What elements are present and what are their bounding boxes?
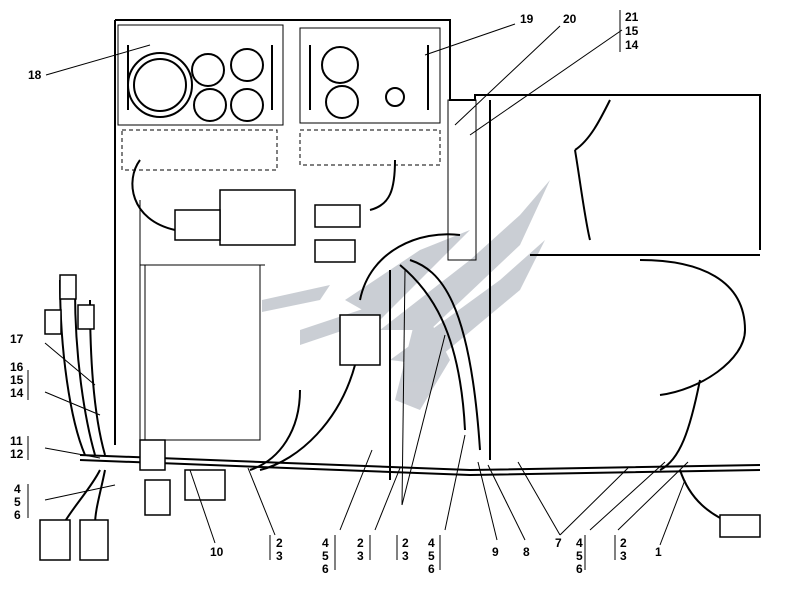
callout-6-d: 6 xyxy=(576,562,583,576)
callout-15-left: 15 xyxy=(10,373,24,387)
callout-2-a: 2 xyxy=(276,536,283,550)
callout-6-left: 6 xyxy=(14,508,21,522)
callout-4-b: 4 xyxy=(322,536,329,550)
callout-3-c: 3 xyxy=(402,549,409,563)
callout-5-b: 5 xyxy=(322,549,329,563)
callout-3-a: 3 xyxy=(276,549,283,563)
callout-1: 1 xyxy=(655,545,662,559)
callout-5-d: 5 xyxy=(576,549,583,563)
callout-15: 15 xyxy=(625,24,639,38)
callout-2-c: 2 xyxy=(402,536,409,550)
harness-lines xyxy=(39,99,761,561)
callout-4-d: 4 xyxy=(576,536,583,550)
callout-3-d: 3 xyxy=(620,549,627,563)
callout-12: 12 xyxy=(10,447,24,461)
callout-5-left: 5 xyxy=(14,495,21,509)
callout-2-b: 2 xyxy=(357,536,364,550)
callout-19: 19 xyxy=(520,12,534,26)
callout-20: 20 xyxy=(563,12,577,26)
callout-5-c: 5 xyxy=(428,549,435,563)
callout-4-c: 4 xyxy=(428,536,435,550)
callout-16: 16 xyxy=(10,360,24,374)
callout-11: 11 xyxy=(10,434,23,448)
callout-18: 18 xyxy=(28,68,42,82)
callout-21: 21 xyxy=(625,10,639,24)
callout-4-left: 4 xyxy=(14,482,21,496)
panel-frame xyxy=(114,19,761,445)
callout-10: 10 xyxy=(210,545,224,559)
callout-6-b: 6 xyxy=(322,562,329,576)
leader-lines xyxy=(27,10,689,570)
callout-17: 17 xyxy=(10,332,24,346)
callout-14-left: 14 xyxy=(10,386,24,400)
callout-7: 7 xyxy=(555,536,562,550)
watermark-logo xyxy=(262,180,550,410)
gauge-cluster xyxy=(127,45,429,122)
callout-3-b: 3 xyxy=(357,549,364,563)
callout-6-c: 6 xyxy=(428,562,435,576)
callout-9: 9 xyxy=(492,545,499,559)
callout-2-d: 2 xyxy=(620,536,627,550)
callout-14: 14 xyxy=(625,38,639,52)
callout-8: 8 xyxy=(523,545,530,559)
